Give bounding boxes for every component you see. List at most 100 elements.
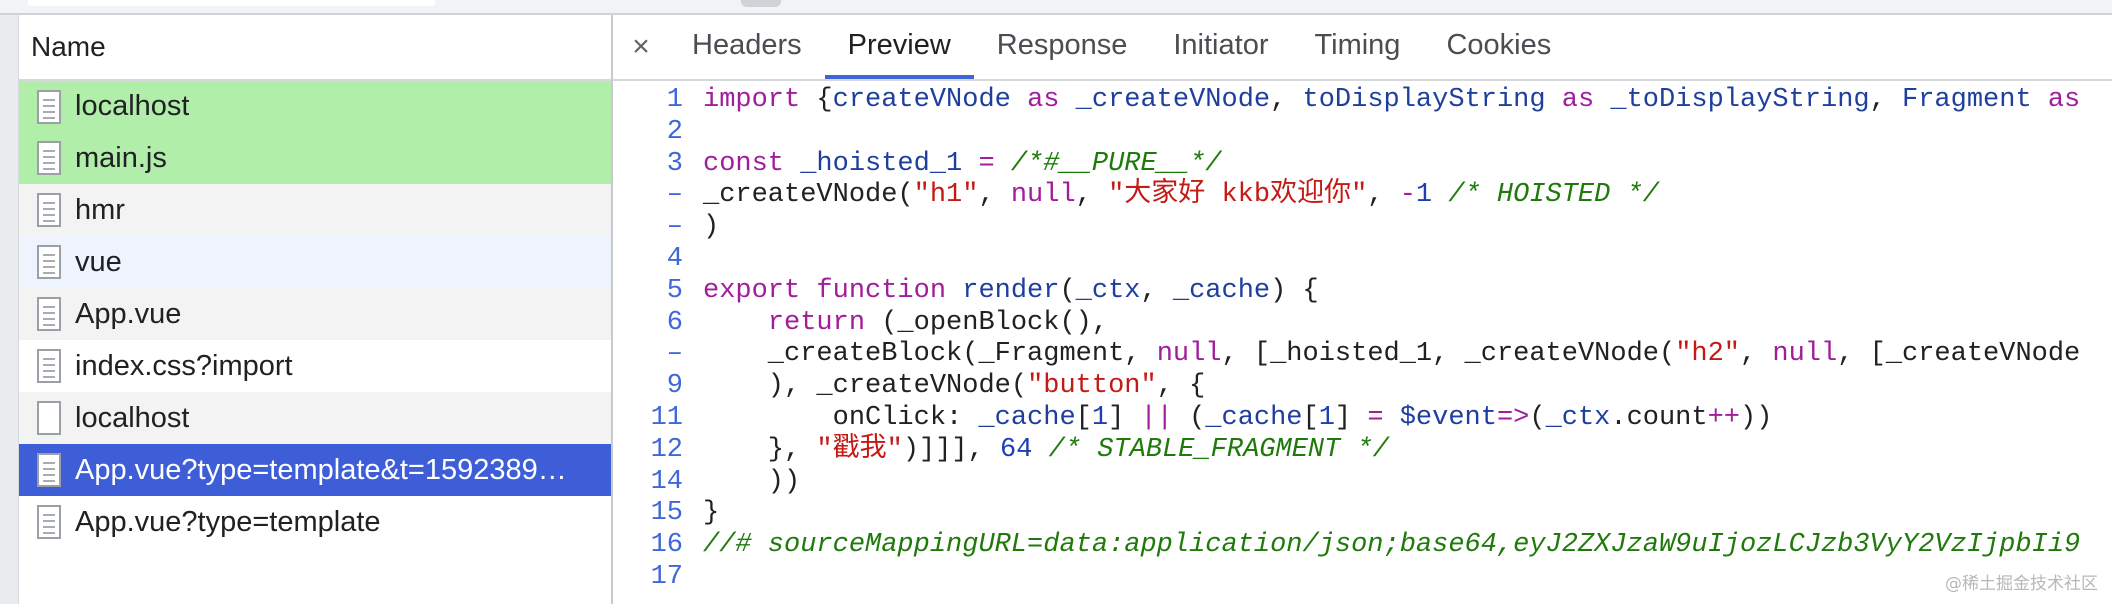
line-number[interactable]: 4 bbox=[666, 243, 683, 274]
code-line: 6 return (_openBlock(), bbox=[613, 308, 2112, 340]
request-row[interactable]: hmr bbox=[19, 184, 611, 236]
tab-headers[interactable]: Headers bbox=[692, 28, 802, 61]
request-row[interactable]: App.vue?type=template&t=1592389… bbox=[19, 444, 611, 496]
code-line: 17 bbox=[613, 562, 2112, 594]
line-number[interactable]: 3 bbox=[666, 148, 683, 179]
request-row[interactable]: main.js bbox=[19, 132, 611, 184]
code-token: null bbox=[1156, 339, 1222, 370]
code-token: , bbox=[1869, 85, 1903, 115]
request-name: localhost bbox=[75, 90, 190, 122]
code-token: , [_createVNode bbox=[1837, 339, 2081, 370]
code-token bbox=[946, 276, 962, 306]
preview-code-view[interactable]: 1 import {createVNode as _createVNode, to… bbox=[613, 81, 2112, 604]
code-token: } bbox=[703, 498, 720, 529]
code-text: ), _createVNode("button", { bbox=[703, 371, 1206, 403]
request-row[interactable]: App.vue?type=template bbox=[19, 496, 611, 548]
top-toolbar-strip bbox=[0, 0, 2112, 15]
code-token bbox=[995, 149, 1011, 179]
code-token: , bbox=[1140, 275, 1173, 306]
line-number[interactable]: 15 bbox=[650, 498, 683, 529]
document-icon bbox=[37, 505, 61, 539]
code-token bbox=[1546, 85, 1562, 115]
code-token: $event bbox=[1399, 402, 1497, 433]
code-line: 14 )) bbox=[613, 467, 2112, 499]
document-icon bbox=[37, 193, 61, 227]
code-text: onClick: _cache[1] || (_cache[1] = $even… bbox=[703, 402, 1773, 435]
code-line: 16//# sourceMappingURL=data:application/… bbox=[613, 530, 2112, 562]
code-token: "button" bbox=[1027, 371, 1157, 402]
document-icon bbox=[37, 297, 61, 331]
tab-initiator[interactable]: Initiator bbox=[1173, 28, 1269, 61]
tab-response[interactable]: Response bbox=[996, 28, 1128, 61]
line-number[interactable]: 1 bbox=[666, 85, 683, 115]
code-token: - bbox=[1399, 180, 1416, 211]
tab-cookies[interactable]: Cookies bbox=[1446, 28, 1552, 61]
code-line: 4 bbox=[613, 244, 2112, 276]
code-token bbox=[800, 276, 816, 306]
code-text: _createBlock(_Fragment, null, [_hoisted_… bbox=[703, 339, 2080, 371]
code-token: , bbox=[1270, 85, 1303, 115]
request-name: main.js bbox=[75, 141, 167, 174]
code-token: ) bbox=[703, 212, 720, 243]
document-icon bbox=[37, 453, 61, 487]
code-text: _createVNode("h1", null, "大家好 kkb欢迎你", -… bbox=[703, 180, 1659, 212]
request-name: vue bbox=[75, 245, 122, 278]
code-token: )) bbox=[1740, 402, 1773, 433]
code-token: "大家好 kkb欢迎你" bbox=[1108, 180, 1368, 211]
panel-left-edge bbox=[0, 15, 19, 604]
code-line: –_createVNode("h1", null, "大家好 kkb欢迎你", … bbox=[613, 180, 2112, 212]
code-token: , bbox=[1740, 339, 1773, 370]
line-number[interactable]: 11 bbox=[650, 402, 683, 433]
line-number[interactable]: – bbox=[666, 212, 683, 243]
line-number[interactable]: 9 bbox=[666, 371, 683, 402]
code-token: _createVNode( bbox=[703, 180, 914, 211]
line-number[interactable]: 16 bbox=[650, 530, 683, 561]
code-token: = bbox=[1367, 402, 1384, 433]
line-number[interactable]: 12 bbox=[650, 434, 683, 465]
code-token: )]]], bbox=[902, 434, 1001, 465]
code-token: as bbox=[1027, 85, 1060, 115]
code-token: _createBlock(_Fragment, bbox=[703, 339, 1157, 370]
code-token bbox=[962, 149, 978, 179]
code-text: )) bbox=[703, 467, 800, 499]
toolbar-toggle[interactable] bbox=[741, 0, 781, 7]
line-number[interactable]: 5 bbox=[666, 275, 683, 306]
name-column-header[interactable]: Name bbox=[19, 15, 611, 81]
code-text: return (_openBlock(), bbox=[703, 308, 1108, 340]
code-token bbox=[1594, 85, 1610, 115]
code-token: .count bbox=[1610, 402, 1708, 433]
request-row[interactable]: App.vue bbox=[19, 288, 611, 340]
request-row[interactable]: localhost bbox=[19, 81, 611, 132]
code-token: { bbox=[800, 85, 833, 115]
tab-preview[interactable]: Preview bbox=[824, 15, 974, 79]
code-token: as bbox=[1561, 85, 1595, 115]
code-token: , { bbox=[1156, 371, 1206, 402]
line-number[interactable]: – bbox=[666, 180, 683, 211]
code-token: as bbox=[2047, 85, 2081, 115]
request-detail-panel: × Headers Preview Response Initiator Timing C… bbox=[613, 15, 2112, 604]
line-number[interactable]: 6 bbox=[666, 307, 683, 338]
request-row[interactable]: index.css?import bbox=[19, 340, 611, 392]
tab-timing[interactable]: Timing bbox=[1314, 28, 1401, 61]
code-token: _createVNode bbox=[1075, 85, 1271, 115]
code-line: 15} bbox=[613, 498, 2112, 530]
close-icon[interactable]: × bbox=[632, 30, 650, 63]
line-number[interactable]: 17 bbox=[650, 561, 683, 592]
filter-input[interactable] bbox=[28, 0, 435, 6]
line-number[interactable]: – bbox=[666, 339, 683, 370]
line-number[interactable]: 14 bbox=[650, 466, 683, 497]
code-token: _ctx bbox=[1545, 402, 1611, 433]
line-number[interactable]: 2 bbox=[666, 116, 683, 147]
code-token: ] bbox=[1108, 402, 1141, 433]
code-line: 12 }, "戳我")]]], 64 /* STABLE_FRAGMENT */ bbox=[613, 435, 2112, 467]
request-row[interactable]: localhost bbox=[19, 392, 611, 444]
code-token: export bbox=[703, 275, 801, 306]
code-token: )) bbox=[703, 466, 801, 497]
code-token: , bbox=[1367, 180, 1400, 211]
code-text: import {createVNode as _createVNode, toD… bbox=[703, 85, 2080, 117]
code-token: = bbox=[978, 148, 995, 179]
request-row[interactable]: vue bbox=[19, 236, 611, 288]
